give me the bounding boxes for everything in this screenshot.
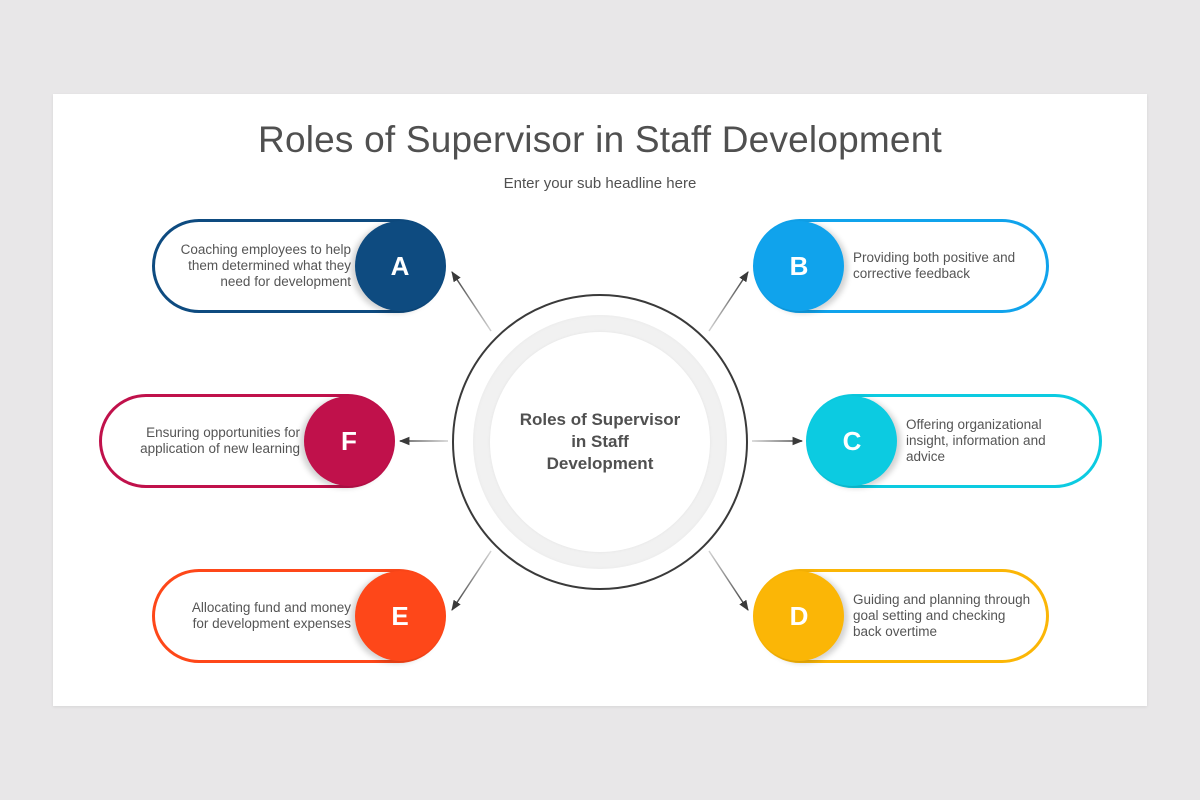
role-badge-e: E	[355, 571, 445, 661]
center-hub-text: Roles of Supervisor in Staff Development	[519, 410, 681, 473]
role-card-e-text: Allocating fund and money for developmen…	[191, 600, 351, 631]
role-card-b-text: Providing both positive and corrective f…	[853, 250, 1016, 281]
role-badge-a: A	[355, 221, 445, 311]
role-card-d: D Guiding and planning through goal sett…	[753, 569, 1049, 663]
role-card-e: Allocating fund and money for developmen…	[152, 569, 446, 663]
slide-title: Roles of Supervisor in Staff Development	[258, 119, 942, 160]
role-card-a-text: Coaching employees to help them determin…	[180, 242, 351, 289]
role-card-c: C Offering organizational insight, infor…	[806, 394, 1102, 488]
role-card-f: Ensuring opportunities for application o…	[99, 394, 395, 488]
role-badge-c: C	[807, 396, 897, 486]
role-badge-d: D	[754, 571, 844, 661]
role-card-c-text: Offering organizational insight, informa…	[906, 417, 1046, 464]
center-hub: Roles of Supervisor in Staff Development	[490, 332, 710, 552]
arrow-e	[451, 550, 492, 611]
arrow-a	[451, 271, 492, 332]
role-badge-f: F	[304, 396, 394, 486]
role-badge-b: B	[754, 221, 844, 311]
arrow-b	[708, 271, 749, 332]
role-card-f-text: Ensuring opportunities for application o…	[140, 425, 300, 456]
slide-subtitle: Enter your sub headline here	[503, 175, 697, 192]
role-card-a: Coaching employees to help them determin…	[152, 219, 446, 313]
arrow-d	[708, 550, 749, 611]
role-card-d-text: Guiding and planning through goal settin…	[853, 592, 1031, 639]
role-card-b: B Providing both positive and corrective…	[753, 219, 1049, 313]
